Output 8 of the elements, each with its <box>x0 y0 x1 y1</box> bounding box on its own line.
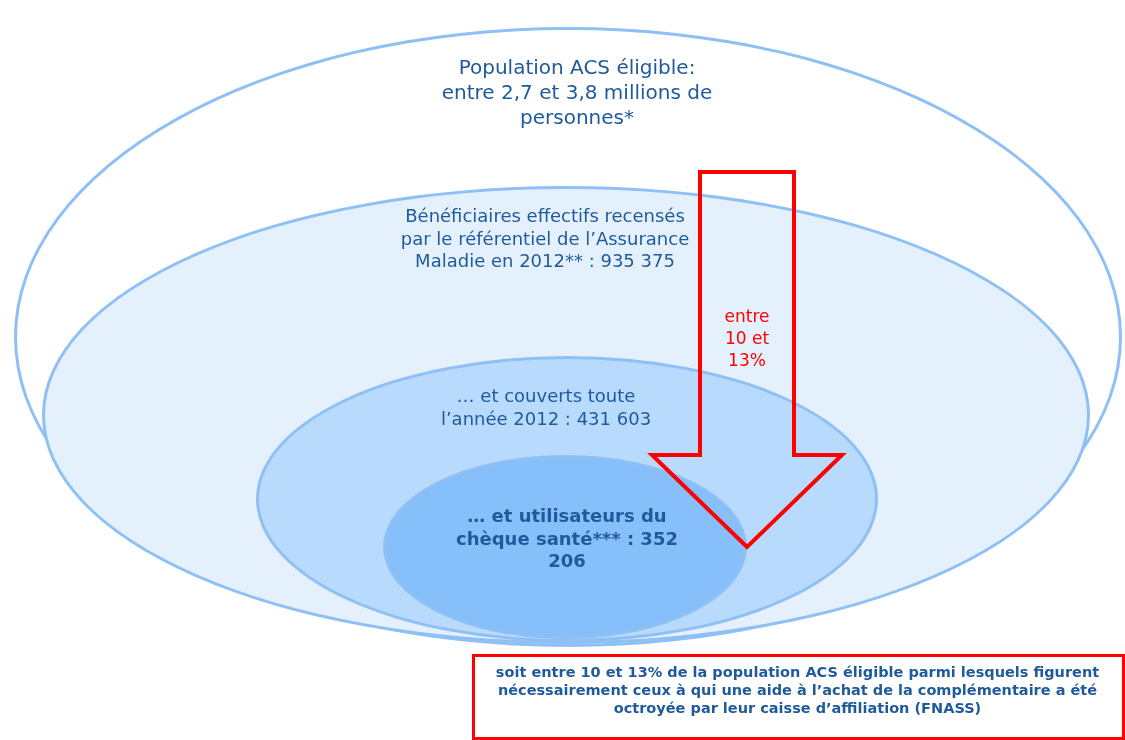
edge-label: entre 10 et 13% <box>723 305 771 372</box>
node-text: soit entre 10 et 13% de la population ACS éligible parmi lesquels figurent nécessairement ceux à qui une aide à l’achat de la complémentaire a été octroyée par leur caisse d’affiliation (FNASS) <box>494 663 1101 718</box>
node-text: … et couverts toute l’année 2012 : 431 603 <box>439 385 653 430</box>
block-arrow <box>647 170 847 550</box>
note-box <box>472 654 1125 740</box>
node-text: Bénéficiaires effectifs recensés par le référentiel de l’Assurance Maladie en 2012** : 935 375 <box>399 205 691 273</box>
node-text: Population ACS éligible: entre 2,7 et 3,8 millions de personnes* <box>440 55 714 130</box>
node-text: … et utilisateurs du chèque santé*** : 352 206 <box>455 505 679 573</box>
